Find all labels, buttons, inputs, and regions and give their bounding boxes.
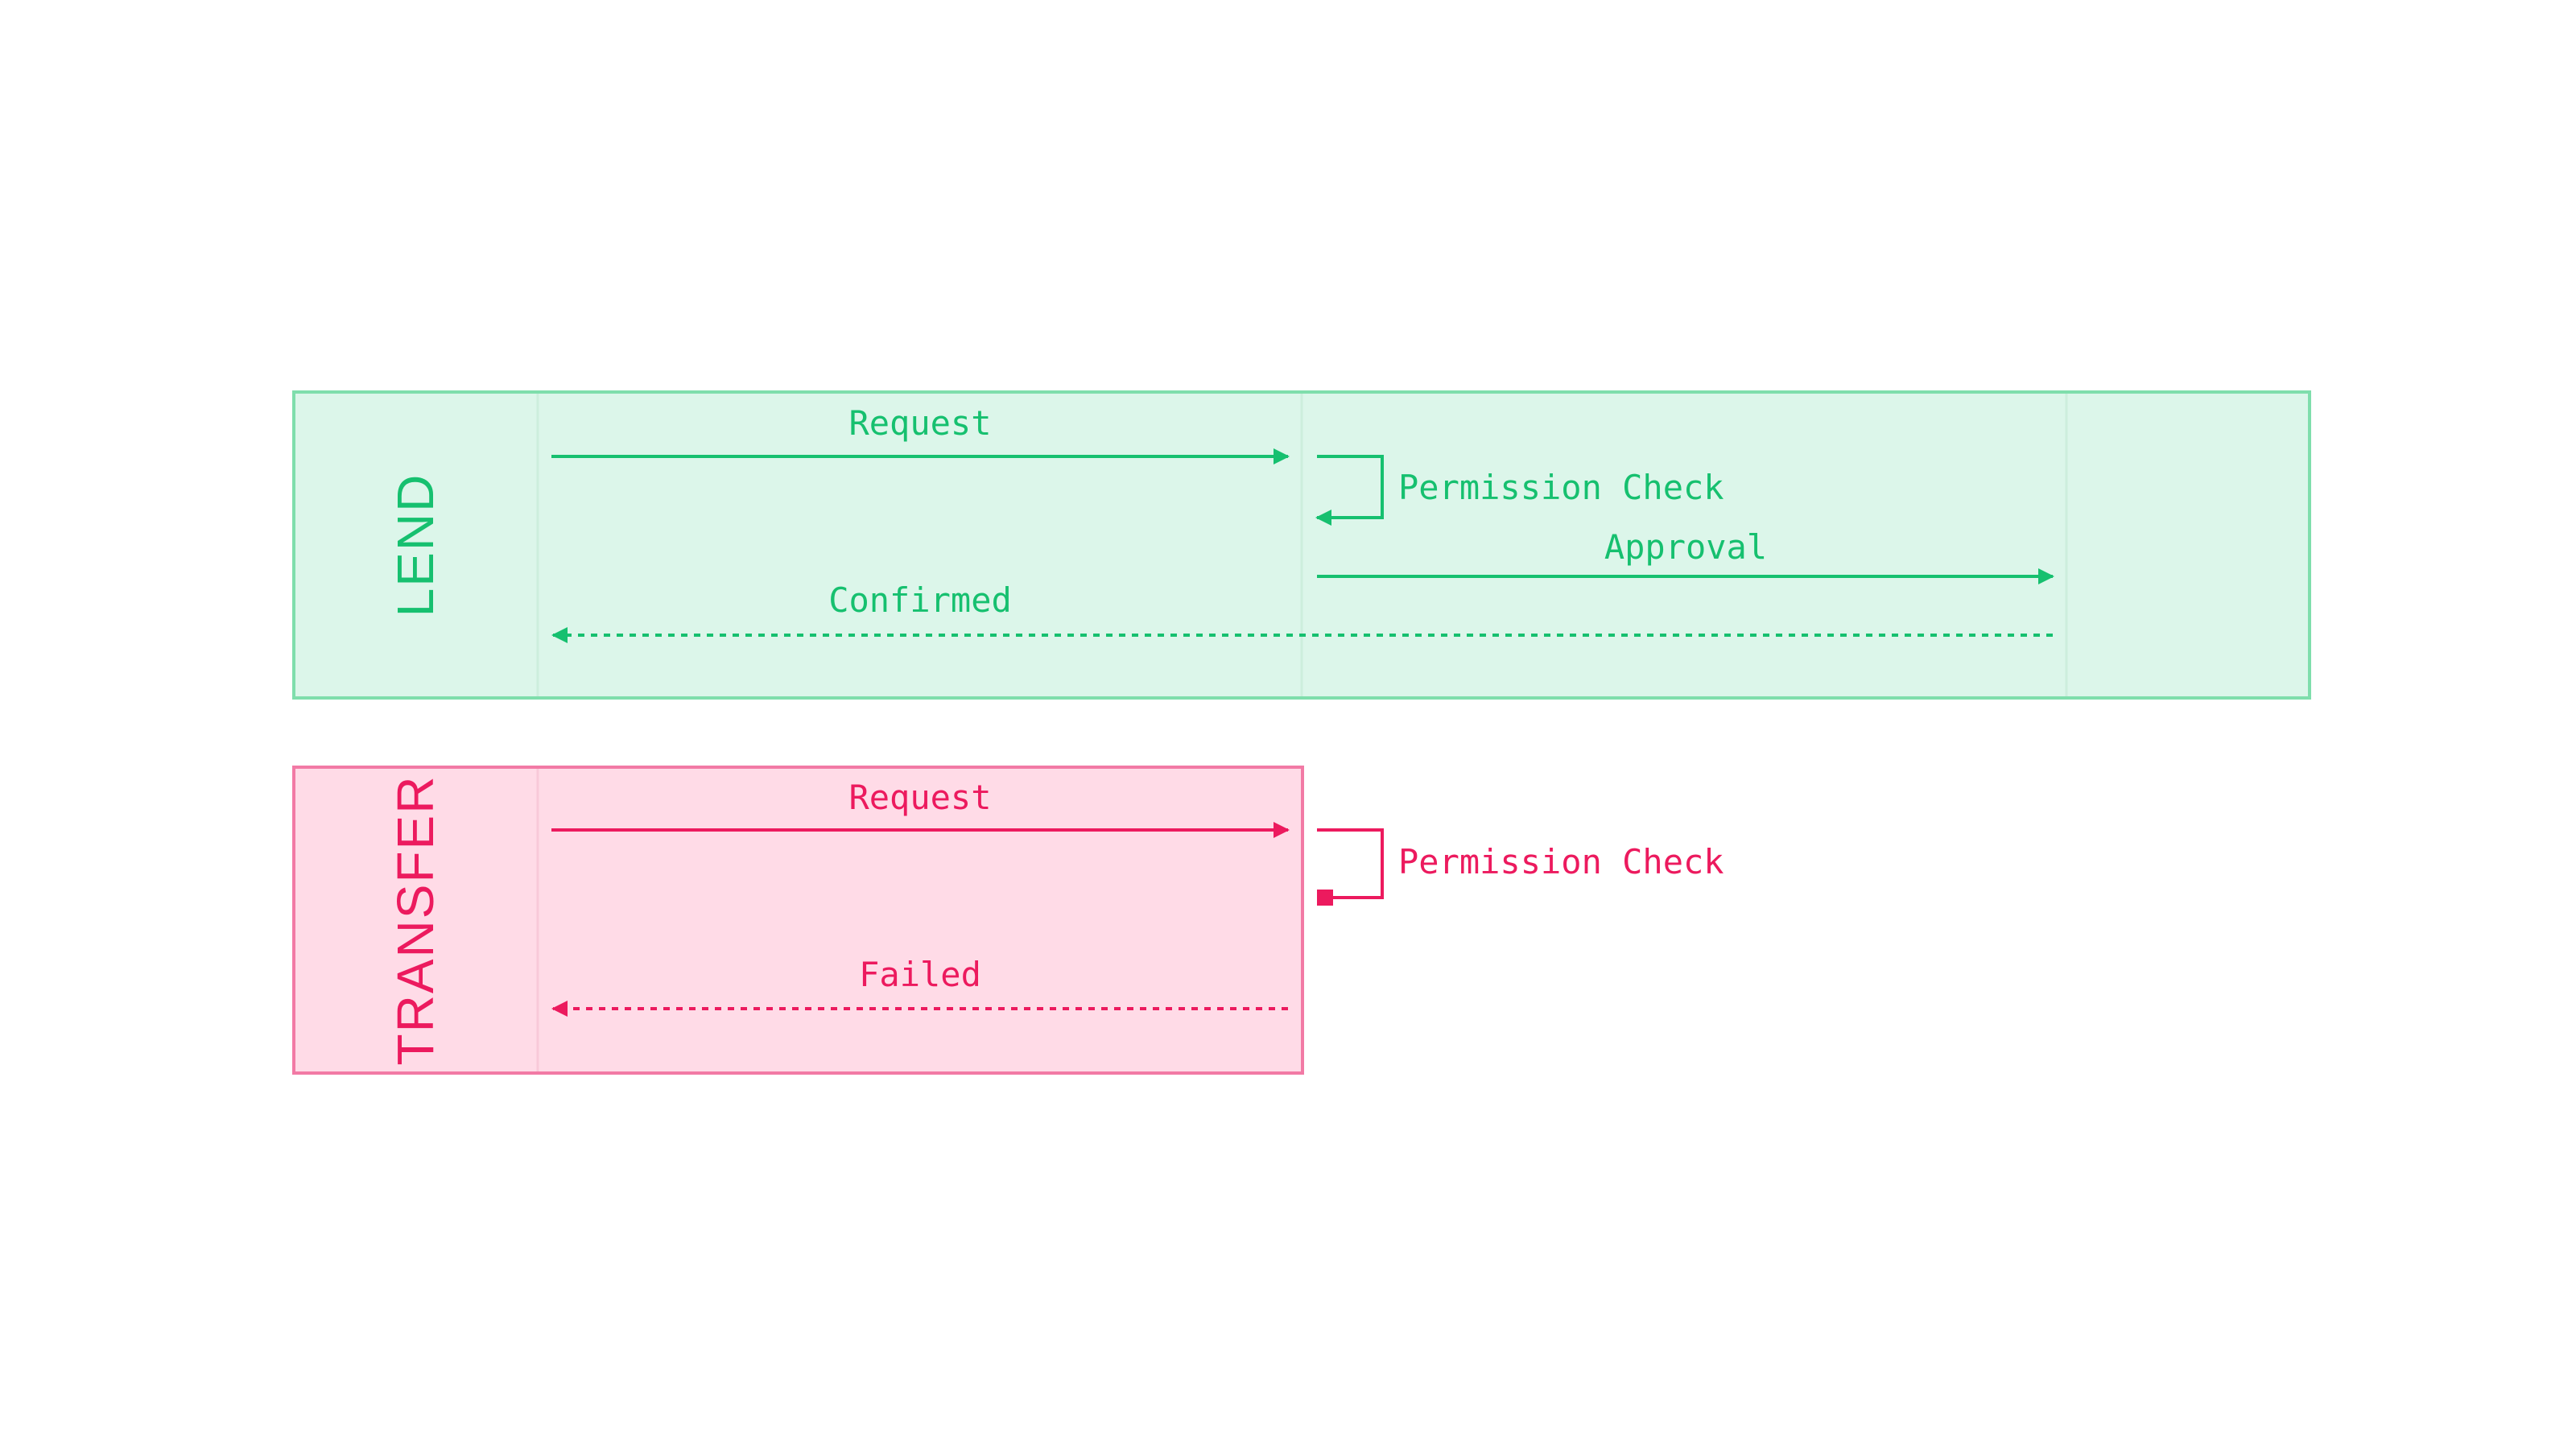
lend-lane: LEND Request Permission Check Approval C… bbox=[292, 390, 2311, 700]
transfer-permission-denied-marker bbox=[1317, 890, 1333, 906]
lend-lane-title: LEND bbox=[386, 473, 444, 617]
lend-permission-check-loop bbox=[1315, 455, 1384, 526]
transfer-permission-check-loop bbox=[1317, 828, 1384, 899]
lend-approval-label: Approval bbox=[1604, 527, 1767, 567]
transfer-lane-title: TRANSFER bbox=[386, 775, 444, 1066]
lend-request-label: Request bbox=[848, 403, 991, 443]
lend-confirmed-label: Confirmed bbox=[828, 580, 1012, 620]
lend-permission-check-label: Permission Check bbox=[1398, 468, 1724, 507]
transfer-lane: TRANSFER Request Permission Check Failed bbox=[292, 766, 1724, 1075]
transfer-failed-label: Failed bbox=[859, 955, 981, 994]
transfer-request-label: Request bbox=[848, 778, 991, 817]
transfer-permission-check-label: Permission Check bbox=[1398, 842, 1724, 881]
transfer-lane-box bbox=[292, 766, 1304, 1075]
